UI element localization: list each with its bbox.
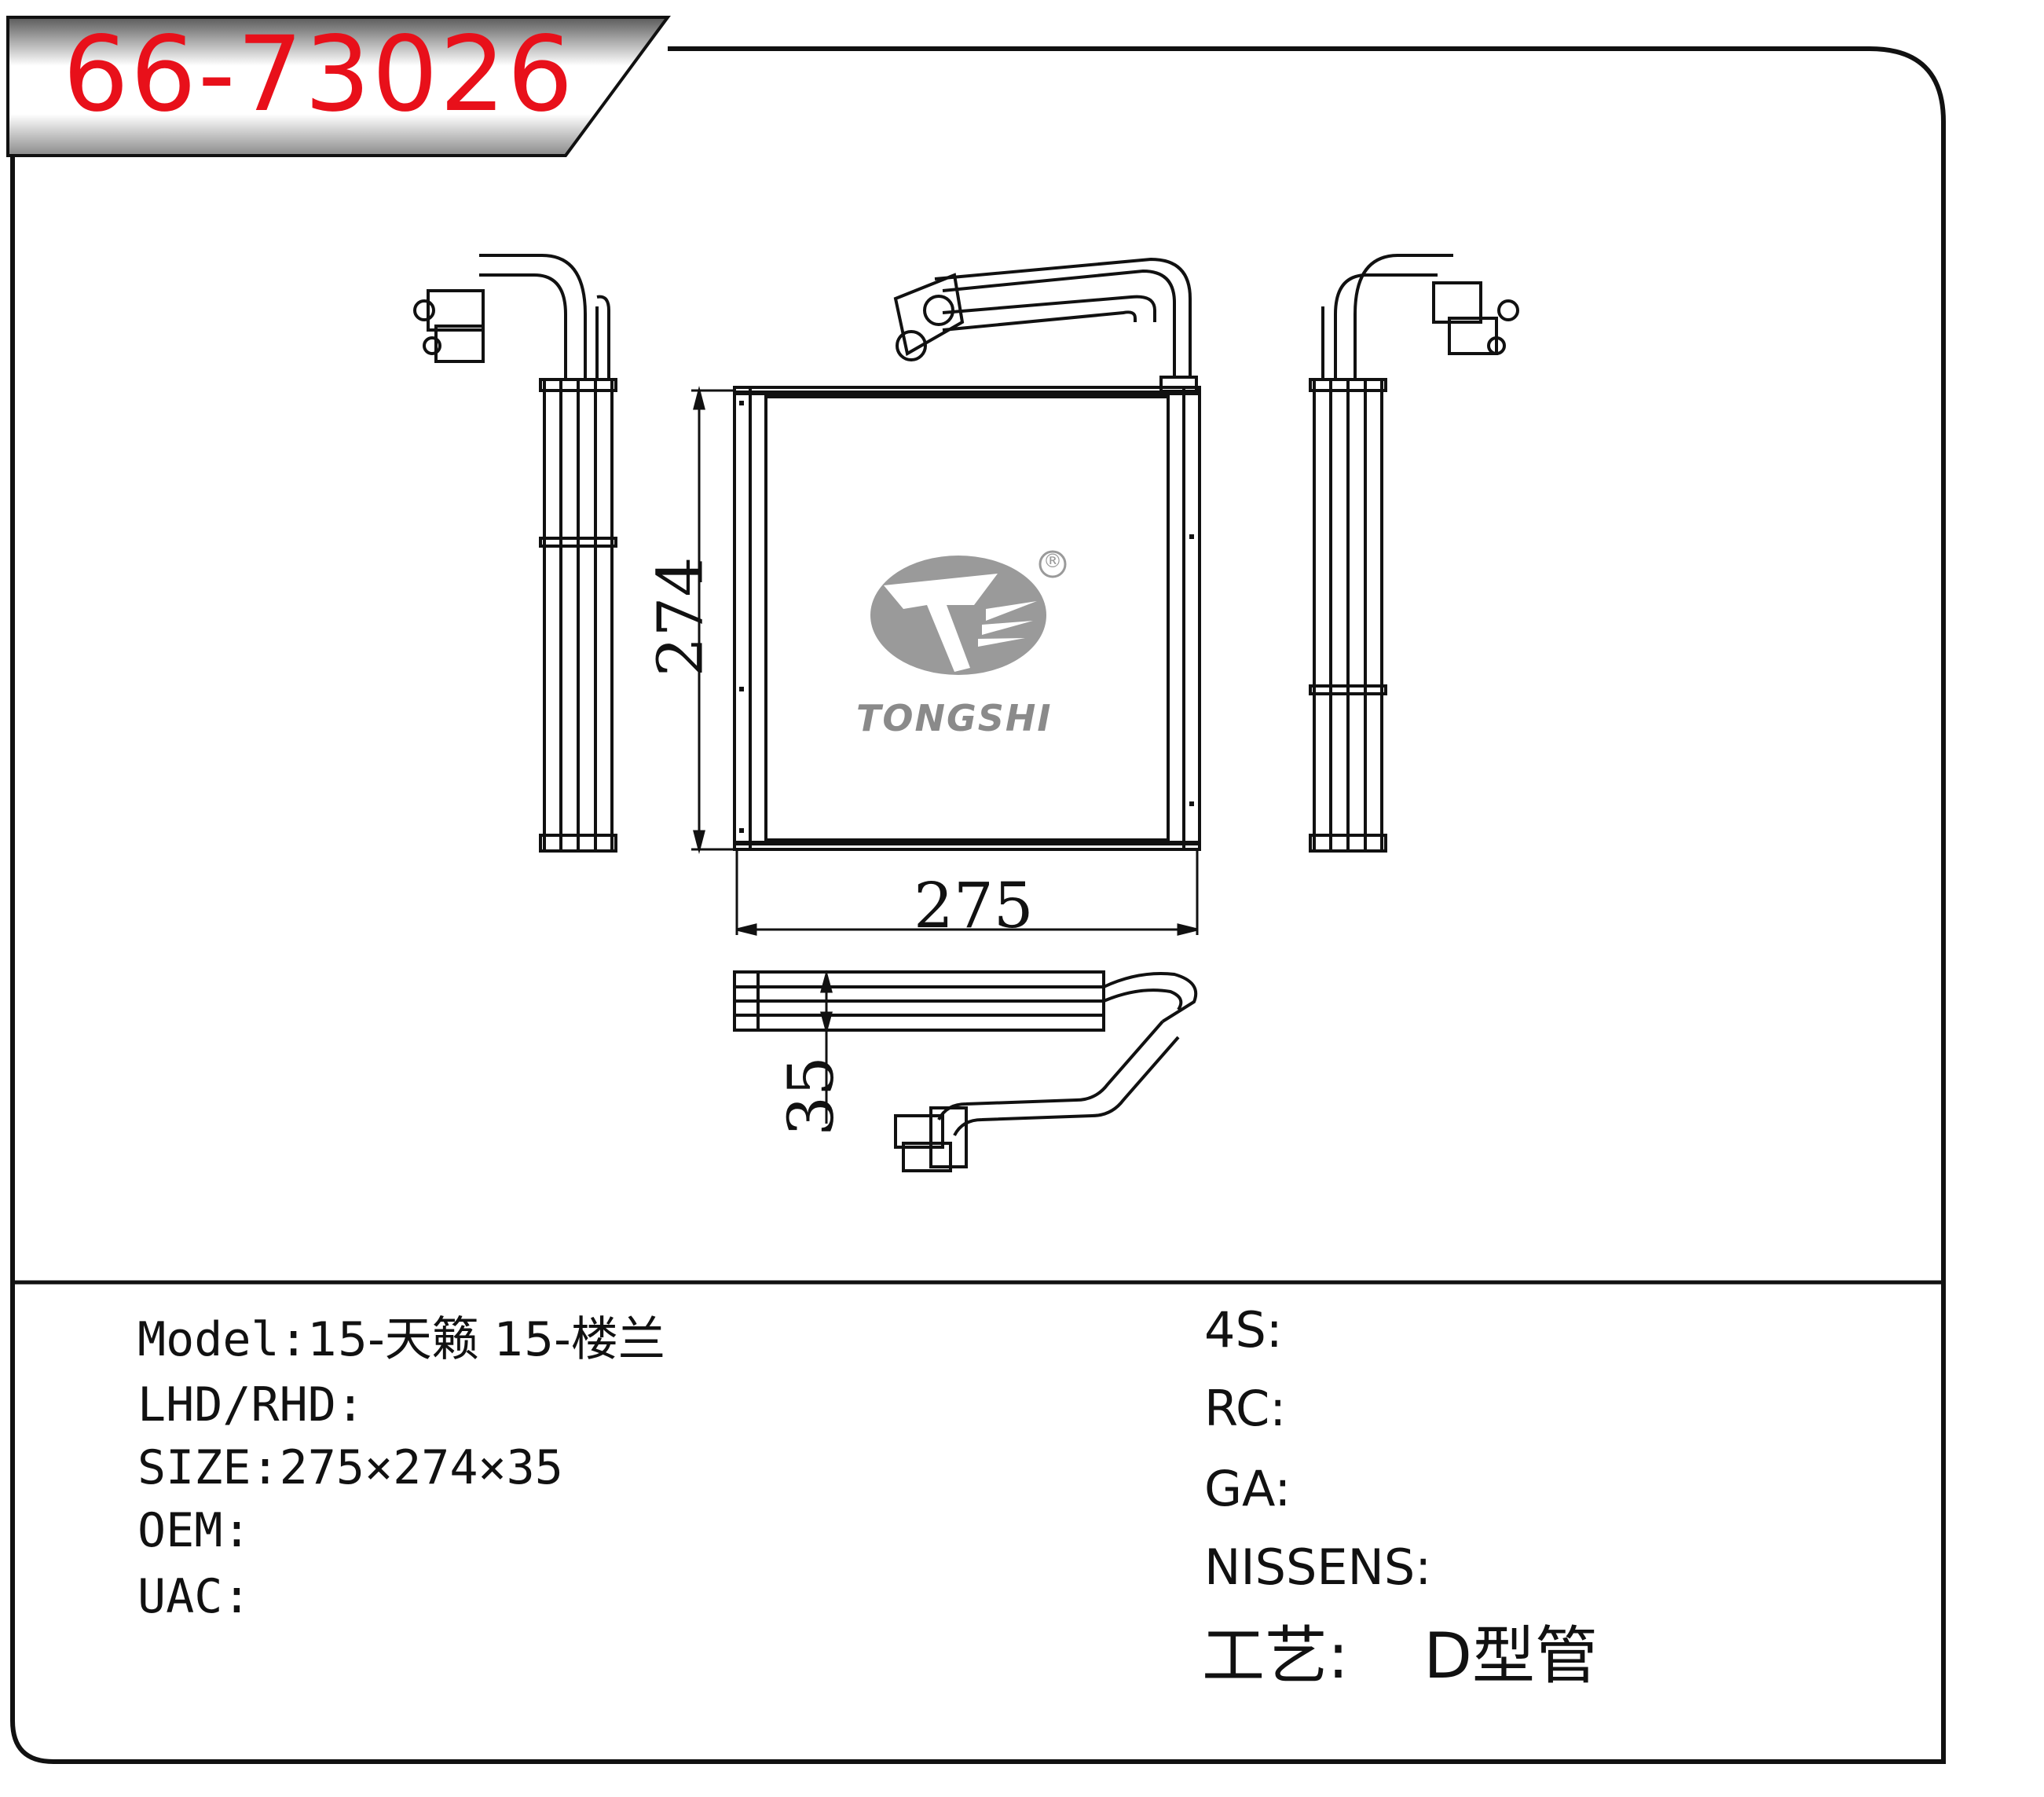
spec-label: LHD/RHD: [137, 1377, 364, 1432]
depth-dimension-label: 35 [774, 1056, 848, 1136]
spec-value: 15-天籁 15-楼兰 [307, 1312, 665, 1367]
width-dimension-label: 275 [914, 869, 1034, 942]
registered-mark: ® [1043, 550, 1062, 572]
spec-label: RC: [1204, 1380, 1287, 1437]
spec-lhd-rhd: LHD/RHD: [137, 1381, 364, 1428]
spec-nissens: NISSENS: [1204, 1543, 1431, 1592]
outer-border [10, 46, 1946, 1764]
width-dimension [735, 849, 1199, 936]
spec-label: OEM: [137, 1503, 251, 1558]
tongshi-logo-icon [870, 550, 1067, 675]
spec-ga: GA: [1204, 1465, 1291, 1513]
process-label: 工艺: [1202, 1619, 1349, 1692]
spec-value: 275×274×35 [279, 1440, 563, 1495]
spec-rc: RC: [1204, 1384, 1286, 1433]
depth-dimension [820, 970, 833, 1124]
front-ticks [739, 401, 1194, 833]
spec-oem: OEM: [137, 1507, 251, 1554]
spec-label: GA: [1204, 1460, 1291, 1517]
spec-label: 4S: [1204, 1301, 1283, 1359]
bottom-view [733, 970, 1198, 1172]
spec-model: Model:15-天籁 15-楼兰 [137, 1316, 665, 1363]
process-value: D型管 [1423, 1619, 1598, 1692]
spec-label: UAC: [137, 1569, 251, 1624]
spec-label: SIZE: [137, 1440, 280, 1495]
spec-label: Model: [137, 1312, 308, 1367]
brand-name: TONGSHI [856, 697, 1053, 739]
spec-size: SIZE:275×274×35 [137, 1444, 563, 1491]
spec-4s: 4S: [1204, 1306, 1283, 1355]
right-side-view [1309, 254, 1519, 853]
part-number: 66-73026 [63, 14, 575, 135]
spec-process: 工艺: D型管 [1202, 1625, 1598, 1688]
front-view [733, 257, 1201, 851]
spec-label: NISSENS: [1204, 1538, 1432, 1596]
spec-uac: UAC: [137, 1573, 251, 1620]
height-dimension [691, 386, 734, 854]
title-tab [6, 16, 671, 157]
left-side-view [413, 254, 617, 853]
height-dimension-label: 274 [643, 556, 717, 677]
